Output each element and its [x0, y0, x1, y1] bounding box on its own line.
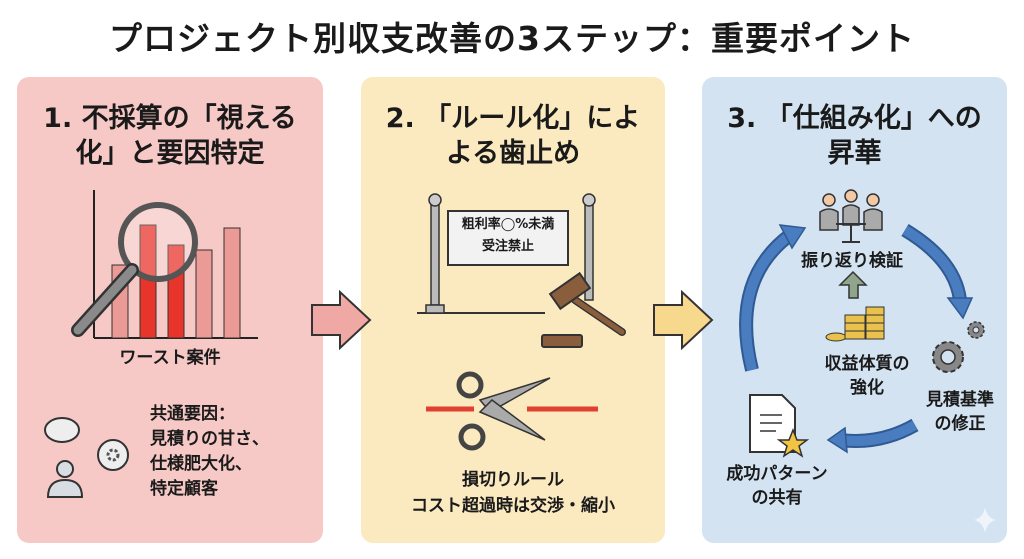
common-causes-text: 共通要因： 見積りの甘さ、 仕様肥大化、 特定顧客: [150, 402, 269, 502]
success-share-label: 成功パターン の共有: [712, 462, 842, 510]
magnifier-icon: [71, 202, 198, 337]
rule-sign-line1: 粗利率◯%未満: [461, 217, 555, 232]
page-title: プロジェクト別収支改善の3ステップ：重要ポイント: [109, 19, 915, 58]
arrow-right-icon: [653, 289, 714, 351]
step-1-title-line2: 化」と要因特定: [75, 138, 265, 169]
meeting-people-icon: [819, 189, 883, 243]
step-2-panel: 2. 「ルール化」によ よる歯止め: [361, 77, 665, 543]
arrow-right-icon: [311, 289, 372, 351]
step-1-title: 1. 不採算の「視える 化」と要因特定: [17, 101, 323, 171]
gears-icon: [932, 321, 985, 373]
step-2-title: 2. 「ルール化」によ よる歯止め: [361, 101, 665, 171]
cause-item: 仕様肥大化、: [150, 454, 252, 474]
step-3-title: 3. 「仕組み化」への 昇華: [702, 101, 1007, 171]
person-discussion-icon: [44, 417, 129, 498]
step-3-title-line1: 3. 「仕組み化」への: [727, 103, 982, 134]
cause-heading: 共通要因：: [150, 404, 235, 424]
estimate-standard-line1: 見積基準: [926, 390, 994, 410]
center-label: 収益体質の 強化: [805, 352, 929, 400]
stop-loss-text: 損切りルール コスト超過時は交渉・縮小: [361, 467, 665, 519]
review-label: 振り返り検証: [801, 251, 903, 271]
stop-loss-title: 損切りルール: [462, 470, 564, 490]
success-share-line1: 成功パターン: [726, 464, 828, 484]
scissors-icon: [426, 371, 598, 451]
rule-sign-text: 粗利率◯%未満 受注禁止: [448, 214, 568, 258]
sparkle-icon: [974, 507, 996, 533]
rule-sign-icon: [417, 193, 596, 314]
gavel-icon: [541, 271, 626, 348]
step-1-title-line1: 1. 不採算の「視える: [43, 103, 297, 134]
step-2-title-line1: 2. 「ルール化」によ: [385, 103, 641, 134]
center-label-line2: 強化: [850, 378, 884, 398]
step-2-title-line2: よる歯止め: [445, 138, 581, 169]
center-label-line1: 収益体質の: [824, 354, 910, 374]
document-star-icon: [749, 394, 810, 458]
cause-item: 見積りの甘さ、: [150, 429, 269, 449]
stop-loss-desc: コスト超過時は交渉・縮小: [411, 496, 615, 516]
estimate-standard-label: 見積基準 の修正: [915, 388, 1005, 436]
success-share-line2: の共有: [751, 488, 803, 508]
worst-projects-label: ワースト案件: [119, 348, 221, 368]
rule-sign-line2: 受注禁止: [481, 239, 534, 254]
coins-growth-icon: [825, 270, 885, 342]
step-3-title-line2: 昇華: [827, 138, 882, 169]
cause-item: 特定顧客: [150, 479, 218, 499]
estimate-standard-line2: の修正: [934, 414, 986, 434]
